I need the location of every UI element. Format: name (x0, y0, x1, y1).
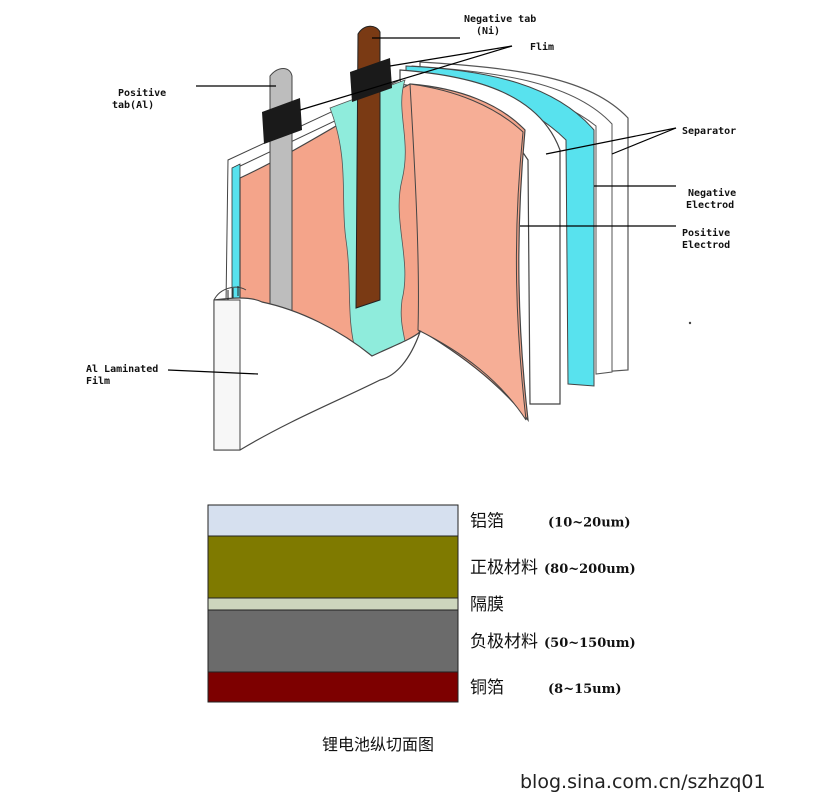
left-cyan-edge (232, 164, 240, 302)
cross-section-layer-0 (208, 505, 458, 536)
layer-name-0: 铝箔 (470, 512, 504, 532)
label-film: Flim (530, 41, 554, 53)
leader-film-1 (390, 46, 512, 66)
label-al-film: Al Laminated (86, 363, 158, 375)
cell-illustration: Negative tab (Ni) Flim Positive tab(Al) … (86, 13, 736, 450)
label-positive-tab-al: tab(Al) (112, 100, 154, 111)
layer-thickness-1: (80~200um) (544, 562, 636, 577)
cross-section-caption: 锂电池纵切面图 (322, 735, 434, 754)
cross-section-layer-3 (208, 610, 458, 672)
layer-name-3: 负极材料 (470, 632, 538, 652)
cross-section-layer-2 (208, 598, 458, 610)
watermark: blog.sina.com.cn/szhzq01 (520, 771, 766, 793)
label-positive-tab: Positive (118, 87, 166, 99)
label-negative-tab: Negative tab (464, 13, 536, 25)
cross-section-layer-1 (208, 536, 458, 598)
label-al-film-2: Film (86, 375, 110, 387)
layer-thickness-4: (8~15um) (548, 682, 622, 697)
cross-section-layer-4 (208, 672, 458, 702)
layer-name-2: 隔膜 (470, 595, 504, 615)
layer-name-4: 铜箔 (470, 678, 504, 698)
label-positive-electrode: Positive (682, 227, 730, 239)
layer-thickness-0: (10~20um) (548, 516, 631, 531)
label-negative-tab-ni: (Ni) (476, 25, 500, 37)
label-separator: Separator (682, 126, 736, 137)
label-negative-electrode-2: Electrod (686, 200, 734, 211)
label-negative-electrode: Negative (688, 187, 736, 199)
label-positive-electrode-2: Electrod (682, 240, 730, 251)
layer-name-1: 正极材料 (470, 558, 538, 578)
positive-electrode-fold (410, 84, 526, 420)
stray-dot (689, 322, 691, 324)
layer-thickness-3: (50~150um) (544, 636, 636, 651)
al-laminated-film-edge (214, 300, 240, 450)
